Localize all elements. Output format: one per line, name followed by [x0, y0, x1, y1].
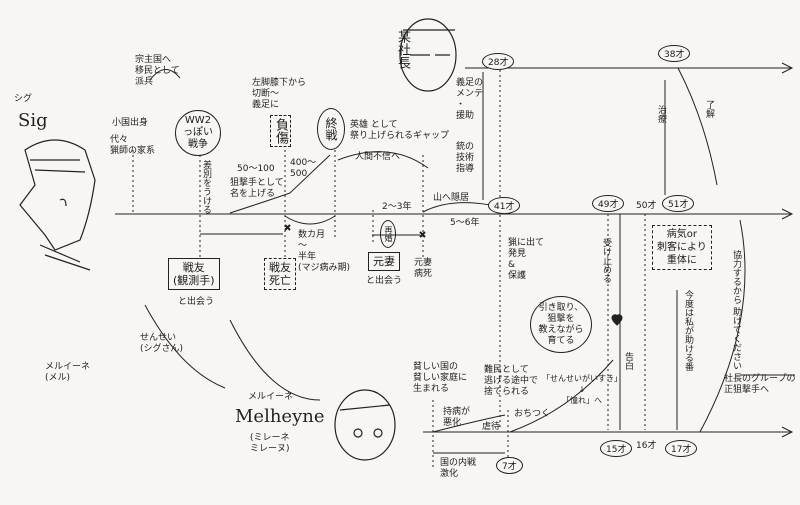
retire-note: 山へ隠居	[433, 193, 470, 203]
sig-portrait	[19, 139, 96, 271]
mel-kana: メルイーネ	[248, 392, 294, 402]
raise-circle: 引き取り、 狙撃を 教えながら 育てる	[530, 296, 592, 353]
months-note: 数カ月 〜 半年 (マジ病み期)	[298, 230, 351, 273]
hero-note: 英雄 として 祭り上げられるギャップ	[350, 120, 450, 141]
war-end-circle: 終戦	[317, 108, 345, 150]
confession-note: 告白	[623, 352, 633, 370]
war-circle: WW2 っぽい 戦争	[175, 110, 221, 156]
age-41: 41才	[488, 197, 521, 214]
calm-note: おちつく	[514, 409, 551, 419]
age-15: 15才	[600, 440, 633, 457]
years-a: 2〜3年	[382, 202, 412, 212]
injury-burst: 負傷	[270, 115, 291, 147]
age-16: 16才	[636, 441, 657, 451]
heart-icon	[611, 314, 623, 326]
deploy-note: 宗主国へ 移民として 派兵	[135, 55, 180, 87]
kills-2: 400〜 500	[290, 158, 317, 179]
mel-alt-names: (ミレーネ ミレーヌ)	[250, 433, 290, 454]
treat-note: 治療	[656, 105, 666, 123]
sig-kana: シグ	[14, 94, 33, 104]
teach-note: 銃の 技術 指導	[456, 142, 475, 174]
found-note: 猟に出て 発見 & 保護	[508, 238, 545, 281]
kills-1: 50〜100	[237, 164, 275, 174]
family-note: 代々 猟師の家系	[110, 135, 156, 156]
maintenance-note: 義足の メンテ ・ 援助	[456, 78, 484, 121]
president-title: 某社長	[395, 30, 410, 69]
age-50: 50才	[636, 201, 657, 211]
distrust-note: 人間不信へ	[355, 152, 401, 162]
meet-ex-wife: と出会う	[366, 276, 403, 286]
age-49: 49才	[592, 195, 625, 212]
my-turn-note: 今度は私が助ける番	[683, 290, 693, 371]
like-note: 「せんせいがいすき」 ↓ 「憧れ」へ	[542, 374, 622, 405]
to-sig-label: せんせい (シグさん)	[140, 333, 184, 354]
discrimination-note: 差別をうける	[201, 160, 211, 214]
remarry-circle: 再婚	[380, 220, 396, 248]
age-17: 17才	[665, 440, 698, 457]
sniper-note: 狙撃手として 名を上げる	[230, 178, 284, 199]
help-note: 協力するから 助けてください	[731, 250, 741, 370]
ok-note: 了解	[704, 100, 714, 118]
mel-portrait	[334, 389, 396, 461]
age-7: 7才	[496, 457, 523, 474]
comrade-death-burst: 戦友 死亡	[264, 258, 296, 290]
leg-note: 左脚膝下から 切断〜 義足に	[252, 78, 307, 110]
president-portrait	[399, 18, 457, 92]
sig-timeline	[115, 208, 794, 220]
president-timeline	[465, 62, 794, 74]
group-note: 社長のグループの 正狙撃手へ	[724, 374, 796, 395]
born-note: 貧しい国の 貧しい家庭に 生まれる	[413, 362, 468, 394]
age-51: 51才	[662, 195, 695, 212]
comrade-box: 戦友 (観測手)	[168, 258, 220, 290]
age-38: 38才	[658, 45, 691, 62]
years-b: 5〜6年	[450, 218, 480, 228]
age-28: 28才	[482, 53, 515, 70]
accept-note: 受け止める	[601, 238, 611, 283]
abuse-note: 虐待	[482, 422, 501, 432]
civil-war-note: 国の内戦 激化	[440, 458, 477, 479]
origin-note: 小国出身	[112, 118, 149, 128]
ex-wife-death: 元妻 病死	[414, 258, 433, 279]
to-mel-label: メルイーネ (メル)	[45, 362, 91, 383]
ex-wife-box: 元妻	[368, 252, 400, 271]
meet-comrade: と出会う	[178, 297, 215, 307]
mel-name: Melheyne	[235, 406, 325, 427]
illness-note: 持病が 悪化	[443, 407, 471, 428]
sig-name: Sig	[18, 110, 48, 131]
critical-burst: 病気or 刺客により 重体に	[652, 225, 712, 270]
refugee-note: 難民として 逃げる途中で 捨てられる	[484, 365, 539, 397]
mel-timeline	[423, 426, 794, 438]
